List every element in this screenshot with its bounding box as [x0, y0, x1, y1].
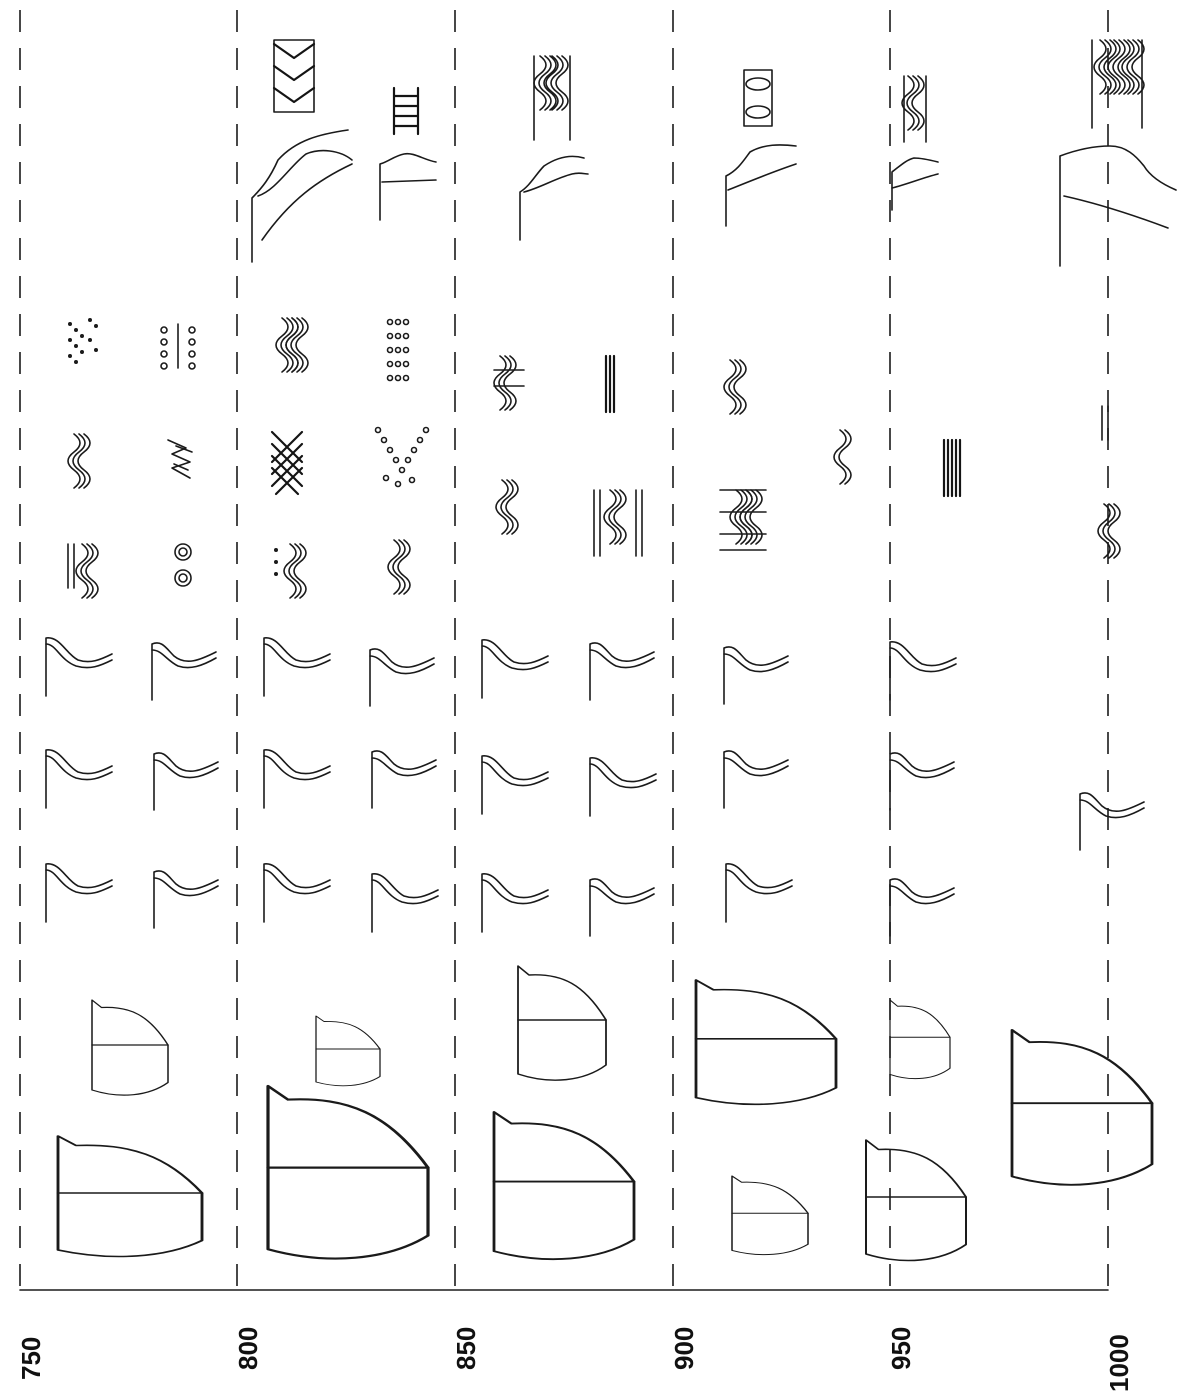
- chevron-motif: [274, 40, 314, 112]
- rim-profile: [890, 642, 956, 700]
- wavy-band-motif: [494, 356, 524, 410]
- tick-label-950: 950: [886, 1327, 916, 1370]
- wavy-band-motif: [68, 544, 98, 598]
- rim-profile: [46, 864, 112, 922]
- rim-profile: [264, 638, 330, 696]
- rim-profile: [482, 874, 548, 932]
- rim-profile: [724, 751, 788, 808]
- vessel-profiles: [58, 966, 1152, 1261]
- tick-label-900: 900: [669, 1327, 699, 1370]
- jar-profiles-top: [252, 130, 1176, 266]
- tick-label-850: 850: [451, 1327, 481, 1370]
- tick-label-800: 800: [233, 1327, 263, 1370]
- decoration-motifs-top: [274, 40, 1144, 142]
- vessel-profile: [696, 980, 836, 1104]
- rim-profile: [890, 879, 954, 936]
- rim-profile: [372, 751, 436, 808]
- rim-profile: [46, 750, 112, 808]
- vessel-profile: [316, 1016, 380, 1086]
- vessel-profile: [92, 1000, 168, 1095]
- wavy-band-motif: [496, 480, 518, 534]
- vertical-lines-motif: [606, 356, 614, 412]
- rim-profile: [890, 753, 954, 810]
- dot-pattern-motif: [388, 320, 409, 381]
- jar-profile: [726, 145, 796, 226]
- wavy-band-motif: [1092, 40, 1144, 128]
- wavy-band-motif: [534, 56, 570, 140]
- rim-profile: [372, 874, 438, 932]
- dot-pattern-motif: [161, 324, 195, 369]
- jar-profile: [1060, 146, 1176, 266]
- dot-pattern-motif: [68, 318, 98, 364]
- wavy-band-motif: [388, 540, 410, 594]
- rim-profiles: [46, 638, 1144, 936]
- crosshatch-motif: [272, 432, 302, 494]
- wavy-band-motif: [720, 490, 766, 550]
- vessel-profile: [1012, 1030, 1152, 1185]
- rim-profile: [264, 750, 330, 808]
- wavy-band-motif: [68, 434, 90, 488]
- wavy-band-motif: [902, 76, 926, 142]
- jar-profile: [892, 158, 938, 210]
- rim-profile: [590, 758, 656, 816]
- rim-profile: [154, 871, 218, 928]
- tick-label-750: 750: [16, 1337, 46, 1380]
- decoration-motifs-middle: [68, 318, 1120, 598]
- rim-profile: [1080, 793, 1144, 850]
- vessel-profile: [890, 1000, 950, 1079]
- wavy-band-motif: [1098, 504, 1120, 558]
- vessel-profile: [518, 966, 606, 1080]
- wavy-band-motif: [276, 318, 308, 372]
- rim-profile: [724, 647, 788, 704]
- ring-motif: [175, 544, 191, 586]
- rim-profile: [482, 640, 548, 698]
- rim-profile: [46, 638, 112, 696]
- vertical-lines-motif: [944, 440, 960, 496]
- oval-band-motif: [744, 70, 772, 126]
- vessel-profile: [866, 1140, 966, 1261]
- jar-profile: [520, 156, 588, 240]
- rim-profile: [590, 879, 654, 936]
- jar-profile: [252, 130, 352, 262]
- wavy-band-motif: [594, 490, 642, 556]
- vessel-profile: [268, 1086, 428, 1259]
- period-divider-lines: [20, 10, 1108, 1290]
- dot-pattern-motif: [376, 428, 429, 487]
- time-axis-labels: 750 800 850 900 950 1000: [16, 1327, 1134, 1392]
- wavy-band-motif: [274, 544, 306, 598]
- rim-profile: [726, 864, 792, 922]
- vertical-lines-motif: [1102, 406, 1108, 440]
- vessel-profile: [58, 1136, 202, 1257]
- wavy-band-motif: [834, 430, 851, 484]
- rim-profile: [590, 643, 654, 700]
- rim-profile: [370, 649, 434, 706]
- rim-profile: [482, 756, 548, 814]
- vessel-profile: [494, 1112, 634, 1259]
- jar-profile: [380, 154, 436, 220]
- ladder-motif: [394, 88, 418, 134]
- vessel-profile: [732, 1176, 808, 1255]
- tick-label-1000: 1000: [1104, 1334, 1134, 1392]
- wavy-band-motif: [724, 360, 746, 414]
- rim-profile: [154, 753, 218, 810]
- zigzag-motif: [168, 440, 192, 478]
- rim-profile: [264, 864, 330, 922]
- rim-profile: [152, 643, 216, 700]
